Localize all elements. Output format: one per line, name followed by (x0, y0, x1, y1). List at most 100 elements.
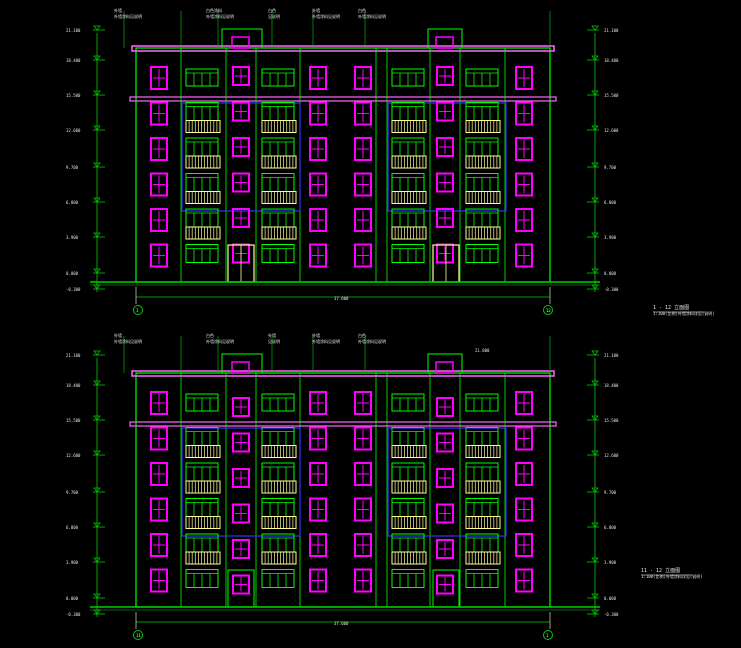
level-marker-left (93, 162, 101, 168)
balcony-rail (261, 155, 297, 169)
window (232, 539, 250, 559)
level-label-left: 0.000 (66, 271, 79, 276)
level-marker-left (93, 557, 101, 563)
balcony-rail (185, 516, 221, 529)
overall-dimension-label: 37.600 (334, 296, 349, 301)
overall-dimension-label: 37.600 (334, 621, 349, 626)
level-marker-right (591, 380, 599, 386)
lower-title-block: 11 - 12 立面图 1:100(比例)外墙涂料详见(说明) (641, 568, 703, 579)
window (515, 462, 533, 486)
balcony-rail (261, 551, 297, 565)
level-marker-right (591, 609, 599, 615)
level-label-left: 9.700 (66, 490, 79, 495)
window (354, 426, 372, 451)
window (309, 426, 327, 451)
balcony-rail (391, 480, 427, 494)
window (436, 397, 454, 417)
level-marker-left (93, 380, 101, 386)
window (354, 137, 372, 161)
level-label-left: 21.100 (66, 28, 81, 33)
level-label-right: 18.400 (604, 58, 619, 63)
material-note: 白色 (358, 8, 366, 13)
level-label-right: 15.500 (604, 93, 619, 98)
level-label-right: 12.600 (604, 128, 619, 133)
balcony-rail (261, 480, 297, 494)
balcony-rail (465, 516, 501, 529)
level-label-left: 18.400 (66, 58, 81, 63)
material-note: 外墙 (114, 333, 122, 338)
material-note: 白色 (268, 8, 276, 13)
level-marker-right (591, 232, 599, 238)
balcony-rail (185, 191, 221, 204)
lower-elevation-subtitle: 1:100(比例)外墙涂料详见(说明) (641, 574, 703, 579)
roof-level-label: 21.800 (475, 348, 490, 353)
level-marker-right (591, 522, 599, 528)
window (232, 503, 250, 524)
level-marker-left (93, 350, 101, 356)
axis-label-right: 12 (546, 308, 551, 313)
window (309, 462, 327, 486)
window (309, 497, 327, 522)
balcony-rail (261, 516, 297, 529)
window (436, 503, 454, 524)
bulkhead-window-left (231, 361, 250, 374)
window (515, 137, 533, 161)
window (436, 137, 454, 157)
stair-bulkhead-right (427, 28, 463, 49)
balcony-rail (185, 551, 221, 565)
window (436, 66, 454, 86)
level-marker-right (591, 557, 599, 563)
material-sub-note: 见说明 (268, 14, 280, 19)
window (309, 243, 327, 268)
window (436, 208, 454, 228)
window (354, 533, 372, 557)
balcony-rail (185, 155, 221, 169)
window (354, 462, 372, 486)
balcony-rail (391, 120, 427, 133)
level-marker-left (93, 232, 101, 238)
material-note: 白色涂料 (206, 8, 222, 13)
axis-bubble-right (543, 305, 553, 315)
material-note: 外墙 (114, 8, 122, 13)
level-label-left: -0.300 (66, 287, 81, 292)
upper-title-block: 1 - 12 立面图 1:100(比例)外墙涂料详见(说明) (653, 305, 715, 316)
window (515, 172, 533, 197)
balcony-rail (465, 191, 501, 204)
axis-bubble-right (543, 630, 553, 640)
balcony-rail (391, 226, 427, 240)
bay-frame-right (387, 427, 507, 537)
level-marker-left (93, 197, 101, 203)
window (309, 172, 327, 197)
level-label-right: 21.100 (604, 28, 619, 33)
window (232, 468, 250, 488)
window (150, 137, 168, 161)
level-label-right: 12.600 (604, 453, 619, 458)
upper-cornice (129, 421, 557, 427)
material-sub-note: 外墙涂料见说明 (114, 339, 142, 344)
roof-cornice (131, 370, 555, 377)
level-marker-left (93, 522, 101, 528)
window (232, 432, 250, 453)
window (436, 432, 454, 453)
material-sub-note: 外墙涂料见说明 (206, 339, 234, 344)
level-marker-right (591, 162, 599, 168)
window (232, 208, 250, 228)
window (150, 172, 168, 197)
level-marker-right (591, 125, 599, 131)
balcony-rail (391, 445, 427, 458)
upper-elevation-title: 1 - 12 立面图 (653, 305, 690, 311)
level-label-right: -0.300 (604, 287, 619, 292)
level-label-left: 12.600 (66, 128, 81, 133)
window (309, 137, 327, 161)
level-marker-right (591, 593, 599, 599)
level-label-right: -0.300 (604, 612, 619, 617)
level-marker-right (591, 55, 599, 61)
window (515, 391, 533, 415)
window (309, 208, 327, 232)
window (150, 568, 168, 593)
window (150, 66, 168, 90)
window (436, 172, 454, 193)
level-marker-right (591, 268, 599, 274)
window (150, 533, 168, 557)
